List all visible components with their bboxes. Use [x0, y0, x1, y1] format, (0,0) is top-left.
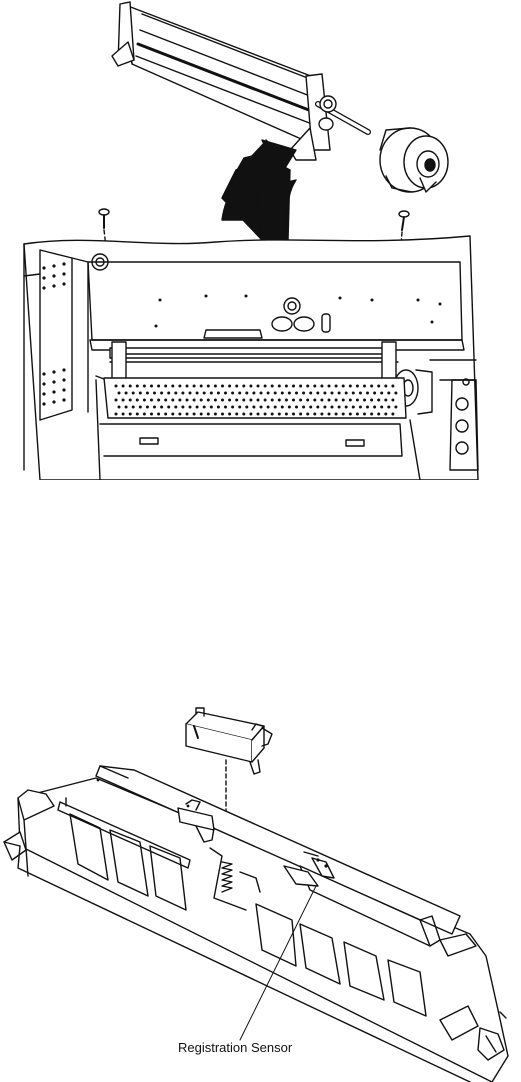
roller-removal-illustration — [0, 0, 521, 480]
registration-sensor-label: Registration Sensor — [178, 1040, 292, 1055]
drive-gear — [380, 128, 448, 192]
roller-assembly — [112, 2, 368, 160]
machine-frame — [24, 236, 478, 480]
paper-guide-tray — [4, 766, 508, 1082]
sensor-removal-illustration — [0, 690, 521, 1082]
